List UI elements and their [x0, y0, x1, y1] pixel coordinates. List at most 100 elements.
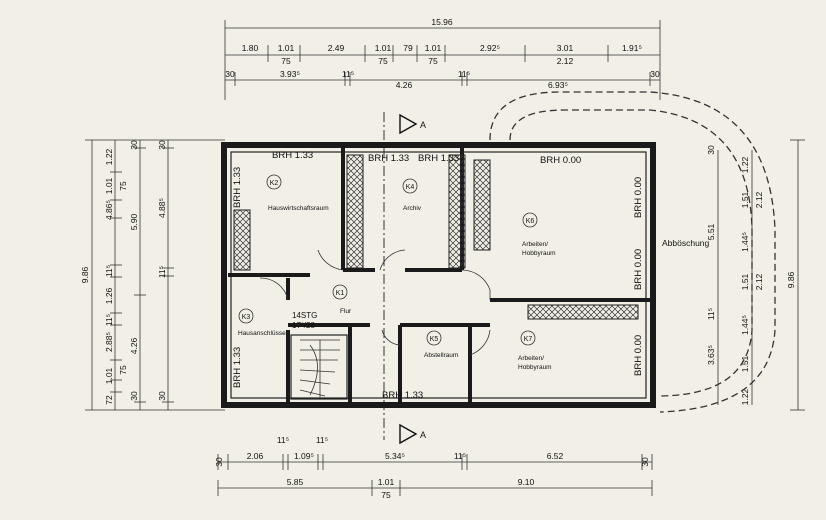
dim-bottom-wall-1: 11⁵ — [277, 435, 289, 445]
dim-top-3: 2.49 — [328, 43, 345, 53]
dim-top-room-2: 4.26 — [396, 80, 413, 90]
bottom-dimensions: 11⁵ 11⁵ 11⁵ 30 2.06 1.09⁵ 5.34⁵ 6.52 30 … — [214, 435, 653, 500]
brh-top-3: BRH 1.33 — [418, 153, 459, 164]
dim-right-b3: 3.63⁵ — [706, 345, 716, 365]
room-name-k7-line2: Hobbyraum — [518, 364, 552, 371]
dim-left-a8: 2.88⁵ — [104, 332, 114, 352]
room-name-k5: Abstellraum — [424, 352, 458, 359]
dim-top-wall-1: 30 — [225, 69, 235, 79]
stairs: 14STG 17⁷/28 — [290, 311, 348, 400]
dim-right-b1: 5.51 — [706, 223, 716, 240]
dim-top-wall-2: 11⁵ — [342, 69, 354, 79]
dim-top-wall-3: 11⁵ — [458, 69, 470, 79]
room-labels: K2 Hauswirtschaftsraum K4 Archiv K6 Arbe… — [238, 174, 556, 371]
window-labels: BRH 1.33 BRH 1.33 BRH 1.33 BRH 0.00 BRH … — [232, 150, 644, 401]
section-arrow-top — [399, 113, 418, 135]
dim-top-opening-1: 75 — [281, 56, 291, 66]
dim-top-8: 3.01 — [557, 43, 574, 53]
dim-bottom-edge-2: 30 — [640, 457, 650, 467]
dim-bottom-room-1: 2.06 — [247, 451, 264, 461]
dim-left-a1: 1.22 — [104, 148, 114, 165]
section-label-bottom: A — [420, 430, 426, 440]
dim-top-room-1: 3.93⁵ — [280, 69, 300, 79]
dim-left-b1: 30 — [129, 140, 139, 150]
dim-left-a3: 75 — [118, 181, 128, 191]
room-name-k7-line1: Arbeiten/ — [518, 355, 544, 362]
dim-top-7: 2.92⁵ — [480, 43, 500, 53]
brh-right-2: BRH 0.00 — [633, 249, 644, 290]
dim-bottom-left-span: 5.85 — [287, 477, 304, 487]
dim-top-9: 1.91⁵ — [622, 43, 642, 53]
dim-top-6: 1.01 — [425, 43, 442, 53]
shelves — [233, 154, 639, 320]
dim-left-b2: 5.90 — [129, 213, 139, 230]
room-id-k2: K2 — [270, 180, 279, 187]
dim-top-opening-2: 75 — [378, 56, 388, 66]
dim-top-4: 1.01 — [375, 43, 392, 53]
dim-left-b3: 4.26 — [129, 337, 139, 354]
brh-top-1: BRH 1.33 — [272, 150, 313, 161]
dim-right-a1: 1.22 — [740, 156, 750, 173]
stair-rise: 17⁷/28 — [292, 321, 315, 330]
dim-total-height-left: 9.86 — [80, 266, 90, 283]
dim-right-b4: 30 — [706, 145, 716, 155]
dim-left-a7: 11⁵ — [104, 314, 114, 326]
dim-left-a11: 72 — [104, 395, 114, 405]
dim-right-a5: 1.51 — [740, 273, 750, 290]
dim-bottom-door-height: 75 — [381, 490, 391, 500]
top-dimensions: 15.96 1.80 1.01 2.49 1.01 79 1.01 2.92⁵ … — [224, 17, 661, 100]
walls — [221, 142, 656, 408]
dim-left-c4: 30 — [157, 391, 167, 401]
dim-left-c2: 4.88⁵ — [157, 198, 167, 218]
dim-left-c3: 11⁵ — [157, 266, 167, 278]
room-name-k2: Hauswirtschaftsraum — [268, 205, 329, 212]
brh-top-4: BRH 0.00 — [540, 155, 581, 166]
stair-count: 14STG — [292, 311, 317, 320]
dim-left-b4: 30 — [129, 391, 139, 401]
room-id-k7: K7 — [524, 336, 533, 343]
brh-left-2: BRH 1.33 — [232, 347, 243, 388]
dim-bottom-right-span: 9.10 — [518, 477, 535, 487]
dim-top-1: 1.80 — [242, 43, 259, 53]
dim-left-a2: 1.01 — [104, 177, 114, 194]
outer-wall — [221, 142, 656, 408]
room-id-k1: K1 — [336, 290, 345, 297]
dim-total-width: 15.96 — [431, 17, 453, 27]
right-dimensions: 9.86 1.22 1.51 2.12 1.44⁵ 1.51 2.12 1.44… — [706, 139, 805, 411]
section-line: A A — [383, 112, 426, 445]
brh-right-1: BRH 0.00 — [633, 177, 644, 218]
section-label-top: A — [420, 120, 426, 130]
slope-label: Abböschung — [662, 238, 710, 248]
dim-bottom-room-2: 1.09⁵ — [294, 451, 314, 461]
dim-bottom-room-3: 5.34⁵ — [385, 451, 405, 461]
room-name-k3: Hausanschlüsse — [238, 330, 286, 337]
brh-left-1: BRH 1.33 — [232, 167, 243, 208]
dim-bottom-edge-1: 30 — [214, 457, 224, 467]
brh-top-2: BRH 1.33 — [368, 153, 409, 164]
embankment: Abböschung — [489, 91, 776, 413]
room-name-k1: Flur — [340, 308, 352, 315]
left-dimensions: 9.86 1.22 1.01 75 4.86⁵ 11⁵ 1.26 11⁵ 2.8… — [80, 139, 225, 411]
dim-left-a6: 1.26 — [104, 287, 114, 304]
room-id-k6: K6 — [526, 218, 535, 225]
room-name-k6-line2: Hobbyraum — [522, 250, 556, 257]
dim-right-a9: 1.22 — [740, 388, 750, 405]
dim-left-a4: 4.86⁵ — [104, 200, 114, 220]
dim-right-a8: 1.51 — [740, 355, 750, 372]
dim-bottom-wall-3: 11⁵ — [454, 451, 466, 461]
dim-right-a3: 2.12 — [754, 191, 764, 208]
dim-left-a10: 1.01 — [104, 367, 114, 384]
dim-bottom-room-4: 6.52 — [547, 451, 564, 461]
dim-top-opening-4: 2.12 — [557, 56, 574, 66]
dim-top-wall-4: 30 — [650, 69, 660, 79]
room-id-k5: K5 — [430, 336, 439, 343]
dim-right-a6: 2.12 — [754, 273, 764, 290]
dim-bottom-wall-2: 11⁵ — [316, 435, 328, 445]
brh-right-3: BRH 0.00 — [633, 335, 644, 376]
doors — [259, 249, 491, 356]
dim-top-5: 79 — [403, 43, 413, 53]
dim-top-2: 1.01 — [278, 43, 295, 53]
brh-bottom: BRH 1.33 — [382, 390, 423, 401]
room-name-k4: Archiv — [403, 205, 422, 212]
